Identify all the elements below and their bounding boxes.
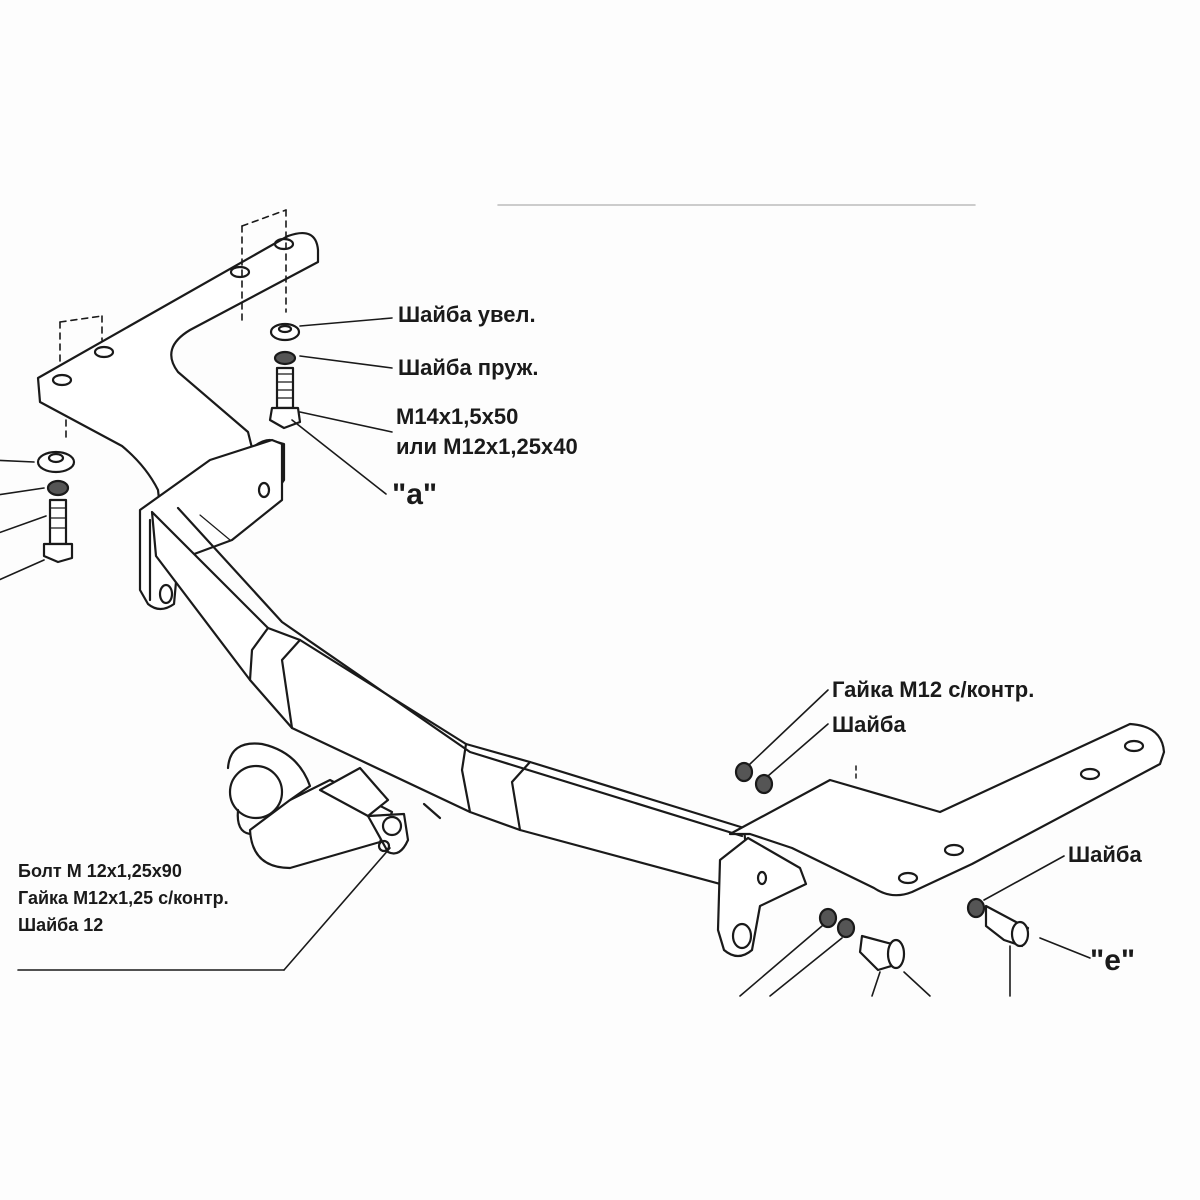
label-washer-spring: Шайба пруж. [398,355,539,380]
label-nut-m12-125: Гайка М12х1,25 с/контр. [18,888,229,908]
left-fastener-a [268,322,302,430]
label-mark-a: "а" [392,478,438,511]
right-nut-washer [734,761,906,972]
label-washer-large: Шайба увел. [398,302,536,327]
label-bolt-m14: М14х1,5х50 [396,404,519,429]
label-bolt-m12-alt: или М12х1,25х40 [396,434,578,459]
leader-lines [0,317,1091,997]
label-washer-right-top: Шайба [832,712,906,737]
left-edge-fastener [36,450,76,564]
label-bolt-m12-90: Болт М 12х1,25х90 [18,861,182,881]
label-mark-e: "е" [1090,944,1136,977]
right-side-bracket [716,836,808,958]
label-washer-right: Шайба [1068,842,1142,867]
right-bracket-plate [728,722,1166,897]
tow-ball-assembly [226,742,442,870]
label-washer-12: Шайба 12 [18,915,104,935]
label-nut-m12: Гайка М12 с/контр. [832,677,1035,702]
right-bolt-e [966,897,1030,948]
main-crossbar [150,506,752,894]
